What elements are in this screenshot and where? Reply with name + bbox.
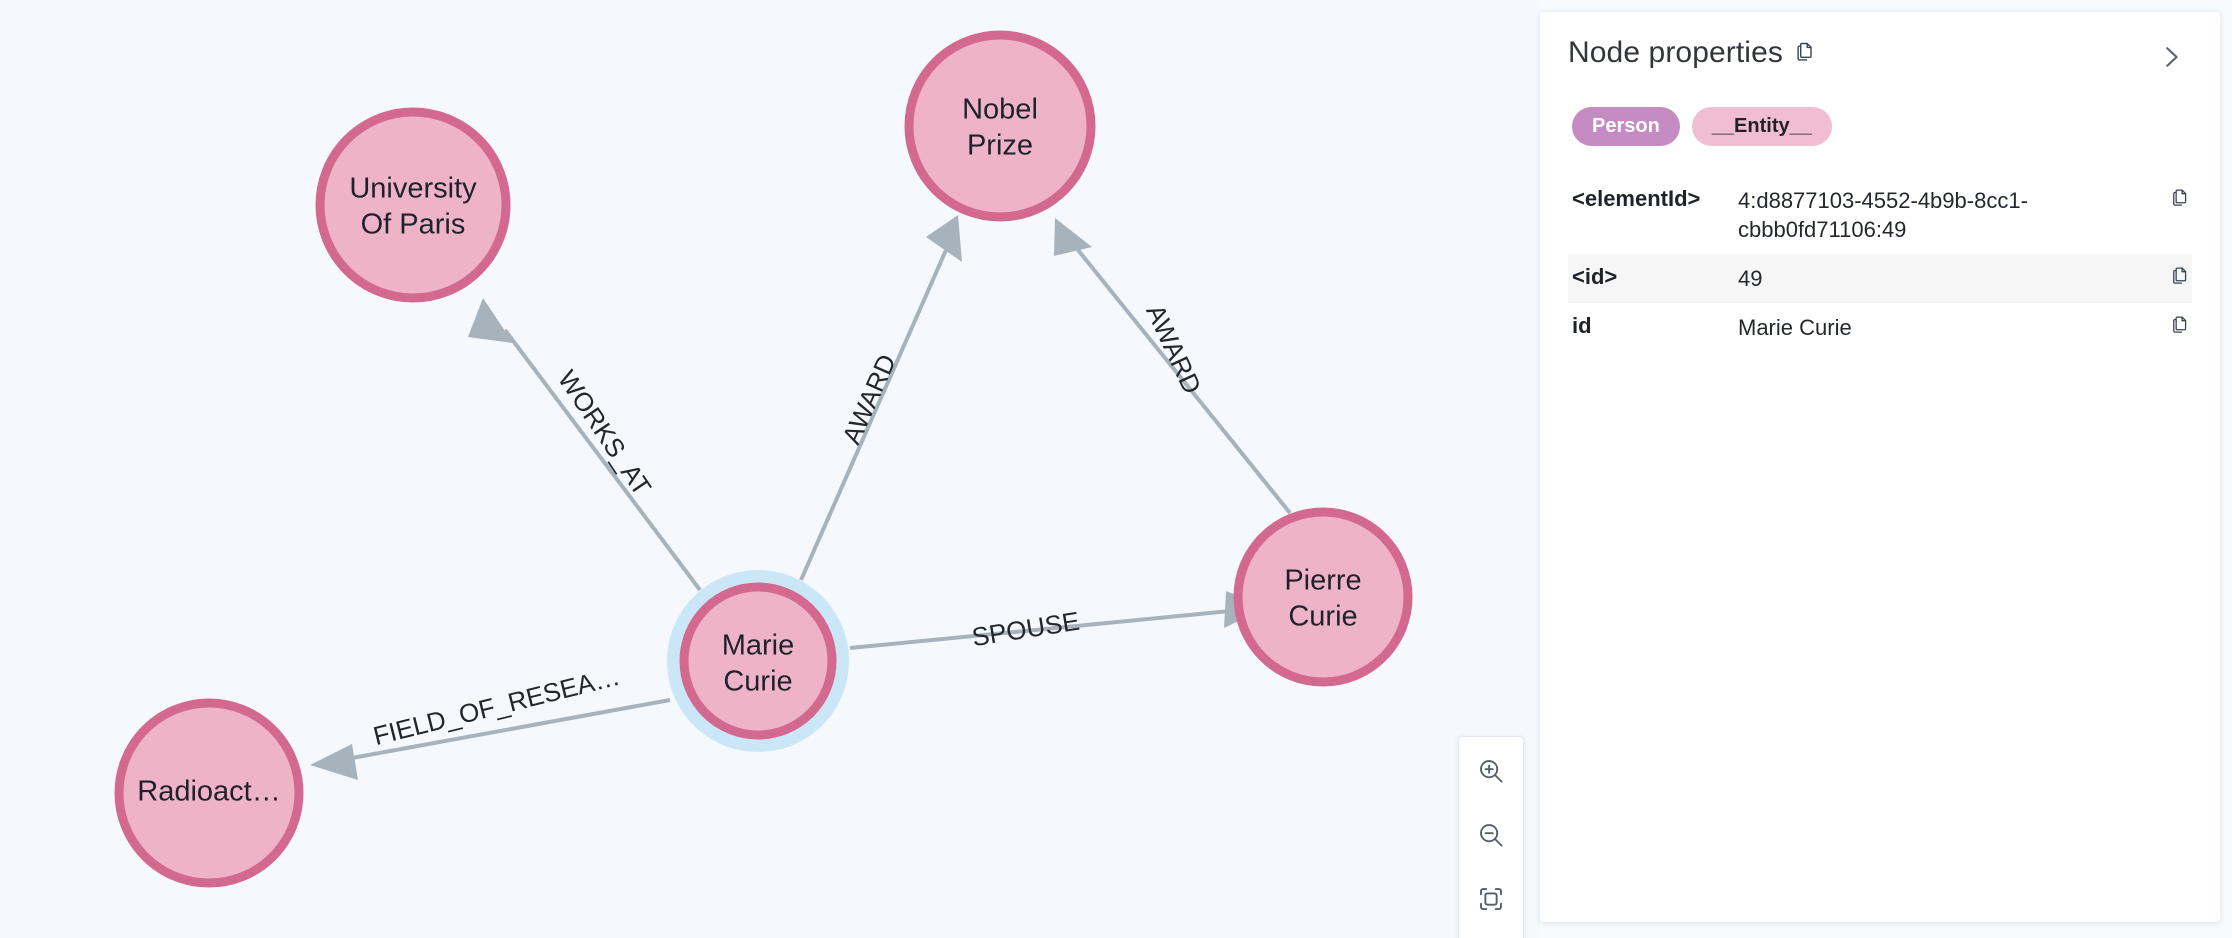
- property-copy-cell: [2152, 303, 2192, 352]
- node-properties-panel: Node properties Person _: [1540, 12, 2220, 922]
- copy-icon[interactable]: [2170, 189, 2192, 212]
- edge-label-field-of-research: FIELD_OF_RESEA…: [370, 661, 623, 751]
- property-key: id: [1572, 313, 1592, 339]
- property-copy-cell: [2152, 254, 2192, 303]
- zoom-out-icon: [1476, 820, 1506, 850]
- edge-award-marie[interactable]: [799, 215, 962, 581]
- fit-to-screen-icon: [1476, 884, 1506, 914]
- table-row: <id> 49: [1568, 254, 2192, 304]
- zoom-in-icon: [1476, 756, 1506, 786]
- copy-icon[interactable]: [2170, 267, 2192, 290]
- property-key: <id>: [1572, 264, 1618, 290]
- edge-award-marie-arrowhead: [926, 215, 962, 262]
- property-value: Marie Curie: [1738, 315, 1852, 341]
- edge-award-pierre-line: [1076, 248, 1292, 515]
- panel-header: Node properties: [1568, 38, 2192, 81]
- node-nobel-prize-circle[interactable]: [904, 30, 1096, 222]
- node-radioactivity[interactable]: Radioact…: [114, 698, 304, 888]
- edge-award-pierre-arrowhead: [1054, 218, 1092, 256]
- copy-icon[interactable]: [2170, 316, 2192, 339]
- edge-works-at-arrowhead: [468, 298, 513, 343]
- chevron-right-icon: [2156, 42, 2186, 77]
- zoom-controls: [1458, 736, 1524, 938]
- copy-all-icon[interactable]: [1794, 39, 1818, 68]
- edge-label-spouse: SPOUSE: [970, 606, 1082, 653]
- node-pierre-curie-circle[interactable]: [1233, 507, 1413, 687]
- nodes-layer: University Of Paris Nobel Prize Marie Cu…: [114, 30, 1413, 888]
- edge-award-pierre[interactable]: [1054, 218, 1292, 515]
- edge-works-at[interactable]: [468, 298, 702, 592]
- edge-spouse-line: [849, 609, 1231, 650]
- edge-field-of-research[interactable]: [310, 698, 671, 780]
- edge-label-award-marie: AWARD: [836, 350, 902, 449]
- panel-title-wrap: Node properties: [1568, 38, 1818, 68]
- collapse-panel-button[interactable]: [2150, 38, 2192, 81]
- fit-to-screen-button[interactable]: [1469, 877, 1513, 921]
- edge-field-of-research-line: [351, 698, 671, 760]
- edge-works-at-line: [503, 328, 702, 592]
- edge-field-of-research-arrowhead: [310, 744, 358, 780]
- node-pierre-curie[interactable]: Pierre Curie: [1233, 507, 1413, 687]
- property-copy-cell: [2152, 176, 2192, 254]
- node-university-of-paris-circle[interactable]: [315, 107, 511, 303]
- node-marie-curie-circle[interactable]: [679, 582, 837, 740]
- graph-canvas[interactable]: WORKS_AT AWARD AWARD SPOUSE FIELD_OF_RES…: [0, 0, 1540, 938]
- node-radioactivity-circle[interactable]: [114, 698, 304, 888]
- node-marie-curie[interactable]: Marie Curie: [667, 570, 849, 752]
- property-value: 49: [1738, 266, 1763, 292]
- edge-label-award-pierre: AWARD: [1140, 300, 1207, 399]
- zoom-in-button[interactable]: [1469, 749, 1513, 793]
- table-row: id Marie Curie: [1568, 303, 2192, 352]
- node-university-of-paris[interactable]: University Of Paris: [315, 107, 511, 303]
- edge-award-marie-line: [799, 249, 948, 581]
- node-nobel-prize[interactable]: Nobel Prize: [904, 30, 1096, 222]
- property-value: 4:d8877103-4552-4b9b-8cc1-cbbb0fd71106:4…: [1738, 188, 2028, 243]
- node-label-chip-entity[interactable]: __Entity__: [1691, 107, 1832, 146]
- edge-label-works-at: WORKS_AT: [552, 365, 657, 501]
- zoom-out-button[interactable]: [1469, 813, 1513, 857]
- node-properties-table: <elementId> 4:d8877103-4552-4b9b-8cc1-cb…: [1568, 176, 2192, 352]
- node-labels-chips: Person __Entity__: [1568, 107, 2192, 146]
- graph-svg[interactable]: WORKS_AT AWARD AWARD SPOUSE FIELD_OF_RES…: [0, 0, 1540, 938]
- page-title: Node properties: [1568, 36, 1783, 69]
- property-key: <elementId>: [1572, 186, 1701, 211]
- table-row: <elementId> 4:d8877103-4552-4b9b-8cc1-cb…: [1568, 176, 2192, 254]
- node-label-chip-person[interactable]: Person: [1572, 107, 1680, 146]
- edges-layer: [310, 215, 1292, 780]
